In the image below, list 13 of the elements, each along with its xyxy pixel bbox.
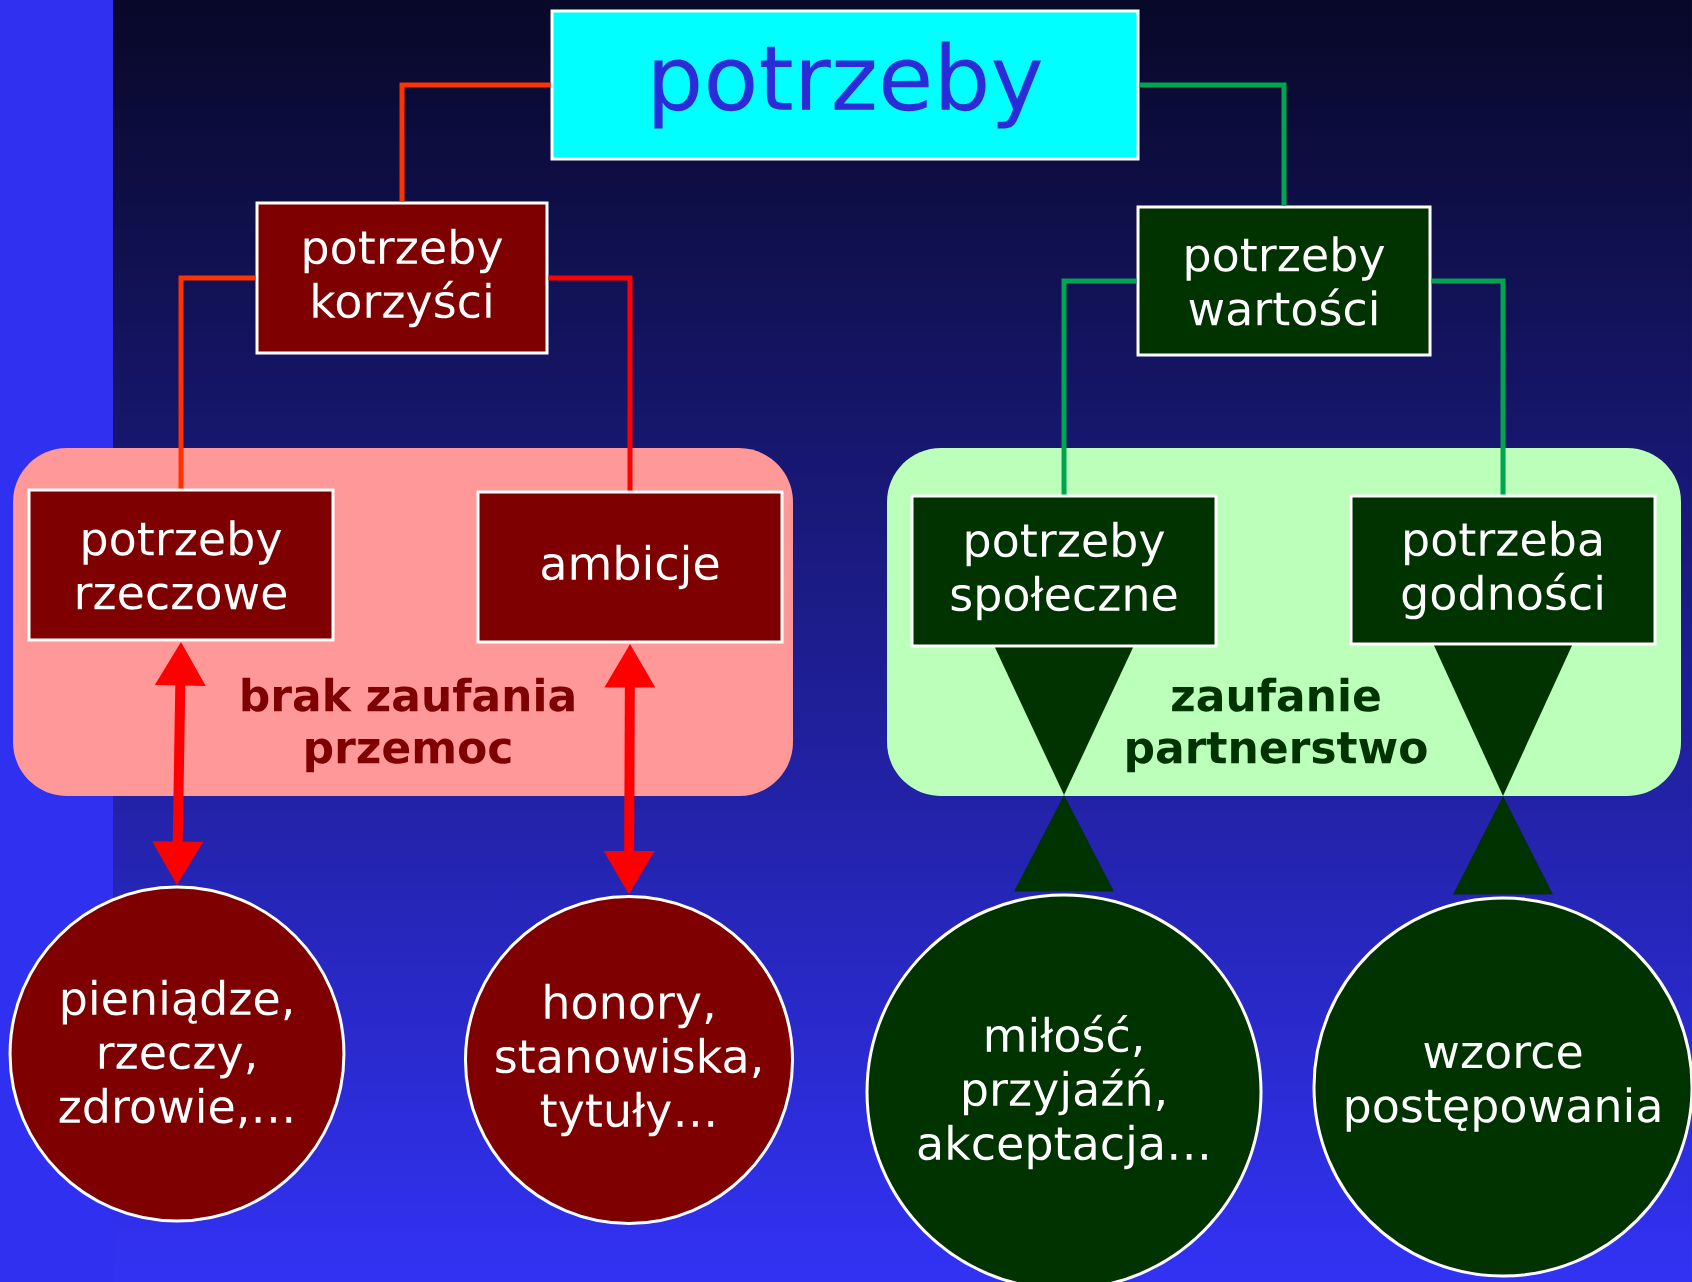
hourglass-connector [995,647,1133,892]
category-box: potrzeby rzeczowe [27,488,335,642]
category-box: potrzeby korzyści [255,201,549,355]
category-box: potrzeby wartości [1136,205,1432,357]
connector-line [1431,278,1506,495]
hourglass-connector [1434,645,1572,895]
category-box: ambicje [476,490,784,644]
connector-line [548,275,633,491]
connector-line [1061,278,1137,495]
connector-line [178,275,256,489]
connector-line [399,82,551,202]
connector-line [1139,82,1287,206]
title-box: potrzeby [550,9,1140,161]
